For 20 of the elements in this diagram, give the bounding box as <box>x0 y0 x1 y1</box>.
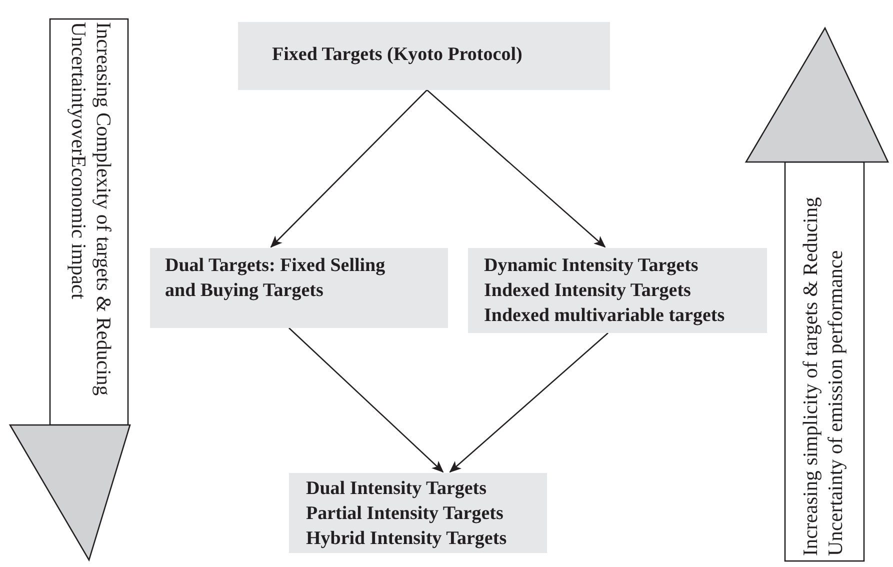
box-text: Dual Intensity Targets <box>306 477 488 501</box>
arrow <box>270 90 428 248</box>
arrow <box>426 90 606 248</box>
box-text: Partial Intensity Targets <box>306 502 504 526</box>
arrow-caption: Increasing Complexity of targets & Reducing UncertaintyoverEconomic impact <box>66 22 115 398</box>
arrow <box>288 328 444 473</box>
box-text: Hybrid Intensity Targets <box>306 527 508 551</box>
box-text: Indexed multivariable targets <box>484 304 726 328</box>
arrow-caption: Increasing simplicity of targets & Reducing Uncertainty of emission performance <box>798 196 848 556</box>
up-arrow-shape <box>744 26 890 562</box>
box-text: Fixed Targets (Kyoto Protocol) <box>272 43 524 67</box>
arrow <box>449 332 608 473</box>
target-box <box>468 248 767 333</box>
box-text: Dynamic Intensity Targets <box>484 254 700 278</box>
target-box <box>289 473 547 553</box>
box-text: Indexed Intensity Targets <box>484 279 692 303</box>
box-text: Dual Targets: Fixed Selling and Buying Targets <box>165 254 386 303</box>
target-box <box>238 22 610 90</box>
target-box <box>150 248 448 328</box>
down-arrow-shape <box>8 18 132 562</box>
